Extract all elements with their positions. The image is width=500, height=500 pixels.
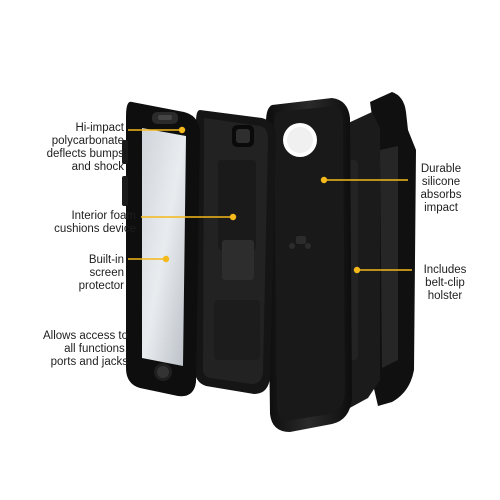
label-durable-silicone: Durable silicone absorbs impact: [420, 163, 462, 214]
label-allows-access: Allows access to all functions, ports an…: [42, 330, 128, 368]
label-interior-foam: Interior foam cushions device: [54, 210, 136, 235]
silicone-skin: [266, 98, 352, 432]
belt-clip-holster: [344, 92, 416, 410]
label-built-in-protector: Built-in screen protector: [78, 254, 124, 292]
label-hi-impact: Hi-impact polycarbonate deflects bumps a…: [46, 122, 124, 173]
callout-lines: [128, 126, 412, 274]
label-belt-clip: Includes belt-clip holster: [423, 264, 467, 302]
front-frame: [122, 101, 200, 397]
inner-shell: [194, 110, 276, 394]
